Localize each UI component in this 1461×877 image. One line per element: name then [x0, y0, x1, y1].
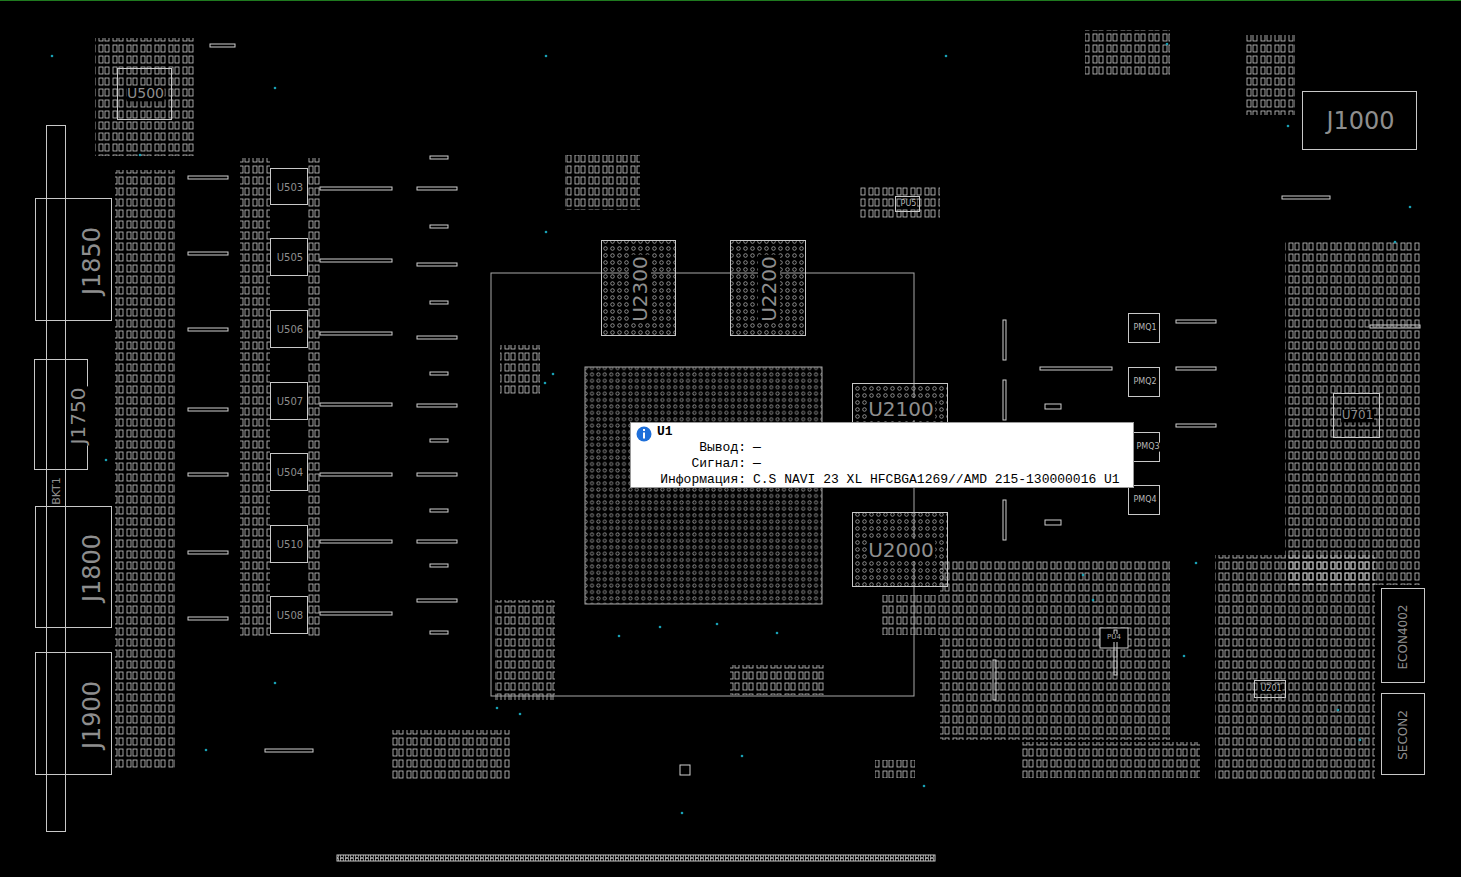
connector-outline: J1750: [34, 359, 88, 470]
part-name: BKT1: [51, 476, 63, 506]
memory-chip: U2000: [852, 512, 948, 587]
connector-outline: SECON2: [1381, 693, 1425, 775]
part-name: U507: [276, 396, 304, 407]
chip-outline: U505: [270, 238, 308, 276]
field-value: C.S NAVI 23 XL HFCBGA1269//AMD 215-13000…: [753, 473, 1120, 487]
chip-outline: U701: [1333, 393, 1380, 438]
chip-outline: U507: [270, 382, 308, 420]
field-name: Информация:: [660, 473, 746, 487]
chip-outline: U500: [117, 68, 172, 120]
part-name: U201: [1259, 685, 1282, 694]
chip-outline: U510: [270, 525, 308, 563]
connector-outline: J1900: [35, 652, 112, 775]
field-value: —: [753, 457, 761, 471]
part-name: J1850: [79, 225, 105, 295]
memory-chip: U2200: [730, 240, 806, 336]
part-name: U508: [276, 610, 304, 621]
mosfet-outline: PMQ1: [1128, 313, 1160, 343]
part-name: U2300: [629, 255, 651, 323]
part-name: U701: [1341, 409, 1375, 422]
field-value: —: [753, 441, 761, 455]
info-icon: [636, 426, 652, 442]
part-name: PU5: [900, 200, 918, 209]
connector-outline: J1850: [35, 198, 112, 321]
part-name: J1900: [79, 679, 105, 749]
chip-outline: PU5: [895, 196, 920, 212]
part-name: U504: [276, 467, 304, 478]
tooltip-panel: U1Вывод: — Сигнал: — Информация: C.S NAVI 23 …: [630, 422, 1134, 488]
part-name: J1750: [67, 386, 89, 445]
part-name: U2000: [867, 539, 935, 561]
mosfet-outline: PMQ2: [1128, 367, 1160, 397]
part-name: PU4: [1107, 634, 1121, 642]
part-name: SECON2: [1397, 709, 1410, 761]
part-name: PMQ2: [1132, 378, 1157, 387]
part-name: J1800: [79, 533, 105, 603]
part-name: J1000: [1325, 107, 1395, 133]
field-name: Сигнал:: [691, 457, 746, 471]
part-name: U2100: [867, 398, 935, 420]
chip-outline: U503: [270, 168, 308, 205]
field-name: Вывод:: [699, 441, 746, 455]
part-name: U1: [657, 425, 673, 439]
mosfet-outline: PMQ4: [1128, 485, 1160, 515]
part-name: PMQ3: [1135, 443, 1160, 452]
chip-outline: U504: [270, 453, 308, 491]
chip-outline: U506: [270, 310, 308, 348]
part-name: U510: [276, 539, 304, 550]
chip-outline: U508: [270, 596, 308, 634]
connector-outline: J1800: [35, 506, 112, 628]
chip-outline: U201: [1254, 680, 1286, 698]
part-name: U2200: [758, 255, 780, 323]
connector-outline: ECON4002: [1381, 588, 1425, 683]
part-name: U503: [276, 181, 304, 192]
part-name: PMQ1: [1132, 324, 1157, 333]
part-name: ECON4002: [1397, 603, 1410, 670]
part-name: U500: [126, 86, 165, 101]
part-name: U506: [276, 324, 304, 335]
memory-chip: U2300: [601, 240, 676, 336]
bracket-outline: BKT1: [46, 125, 66, 832]
connector-outline: J1000: [1302, 91, 1417, 150]
part-name: PMQ4: [1132, 496, 1157, 505]
part-name: U505: [276, 252, 304, 263]
